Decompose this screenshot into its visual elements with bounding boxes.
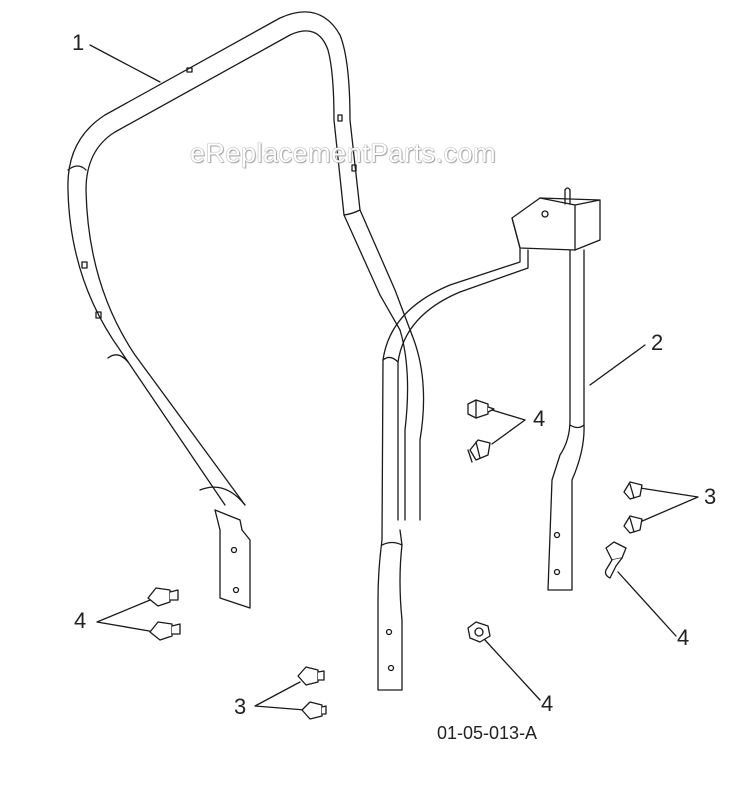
callout-4-left: 4 — [74, 608, 87, 633]
bolt-left-lower — [149, 621, 181, 641]
bolt-left-upper — [147, 587, 179, 607]
bolt-right-upper — [623, 481, 643, 500]
bolt-center-lower — [467, 439, 491, 463]
drawing-number: 01-05-013-A — [437, 723, 538, 743]
bolt-center-upper — [467, 399, 495, 419]
callout-2: 2 — [651, 330, 664, 355]
callout-3-right: 3 — [704, 484, 717, 509]
bolt-bottom-lower — [301, 701, 327, 720]
bolt-right-long — [604, 541, 627, 579]
callout-4-center: 4 — [533, 406, 546, 431]
callout-4-right: 4 — [677, 625, 690, 650]
bolt-bottom-upper — [297, 666, 325, 686]
nut-bottom — [467, 621, 491, 643]
bolt-right-lower — [623, 515, 643, 534]
callout-4-bottom: 4 — [541, 691, 554, 716]
leader-lines — [89, 44, 699, 711]
callout-3-bottom: 3 — [234, 694, 247, 719]
fastener-bolts — [147, 399, 643, 720]
callout-1: 1 — [72, 30, 85, 55]
handle-tube-part-1 — [67, 11, 425, 609]
watermark: eReplacementParts.com — [190, 138, 497, 168]
handle-tube-part-2 — [377, 187, 601, 691]
